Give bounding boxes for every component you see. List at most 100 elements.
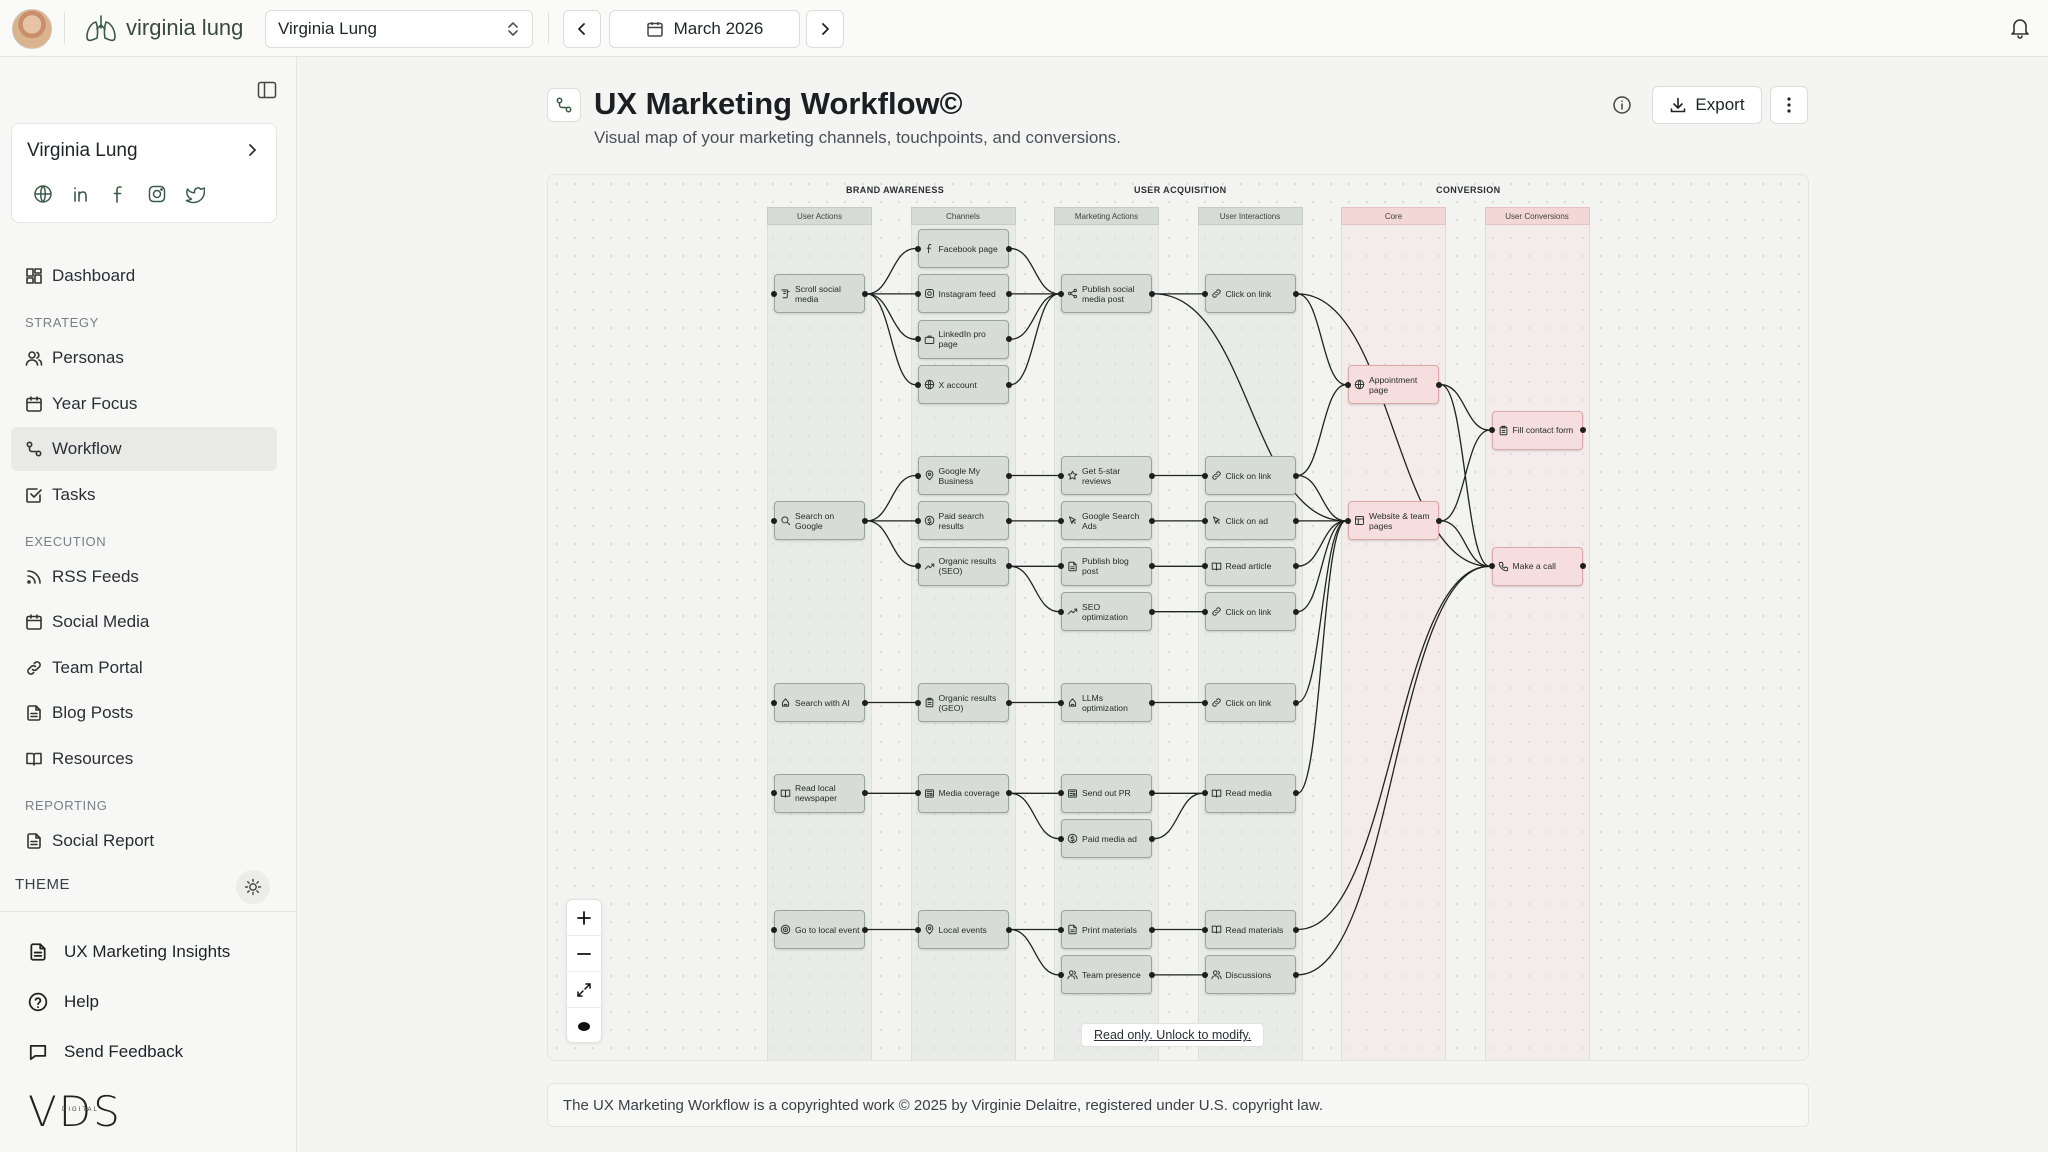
input-handle[interactable] xyxy=(1201,517,1208,524)
workflow-node-ch2[interactable]: Instagram feed xyxy=(914,274,1012,314)
output-handle[interactable] xyxy=(862,699,868,706)
sidebar-item-blog-posts[interactable]: Blog Posts xyxy=(11,691,277,735)
input-handle[interactable] xyxy=(1058,290,1064,297)
read-only-notice[interactable]: Read only. Unlock to modify. xyxy=(1081,1023,1265,1047)
workflow-node-uc2[interactable]: Make a call xyxy=(1488,546,1586,586)
input-handle[interactable] xyxy=(1058,563,1064,570)
notifications-bell-icon[interactable] xyxy=(2008,16,2032,40)
input-handle[interactable] xyxy=(1058,517,1064,524)
workflow-node-ui2[interactable]: Click on link xyxy=(1201,456,1299,495)
input-handle[interactable] xyxy=(1058,926,1064,933)
zoom-in-button[interactable] xyxy=(567,900,601,936)
workflow-node-ua2[interactable]: Search on Google xyxy=(771,501,868,541)
output-handle[interactable] xyxy=(1579,563,1586,570)
input-handle[interactable] xyxy=(914,926,921,933)
input-handle[interactable] xyxy=(771,699,777,706)
input-handle[interactable] xyxy=(914,563,921,570)
output-handle[interactable] xyxy=(862,926,868,933)
input-handle[interactable] xyxy=(1488,427,1495,434)
output-handle[interactable] xyxy=(1292,517,1299,524)
lock-toggle-button[interactable] xyxy=(567,1008,601,1044)
info-icon[interactable] xyxy=(1611,94,1633,116)
linkedin-icon[interactable] xyxy=(71,184,91,204)
globe-icon[interactable] xyxy=(33,184,53,204)
input-handle[interactable] xyxy=(1058,790,1064,797)
input-handle[interactable] xyxy=(1201,699,1208,706)
more-options-button[interactable] xyxy=(1770,86,1808,124)
input-handle[interactable] xyxy=(1058,608,1064,615)
output-handle[interactable] xyxy=(1149,517,1155,524)
workflow-node-uc1[interactable]: Fill contact form xyxy=(1488,410,1586,450)
workflow-node-ui4[interactable]: Read article xyxy=(1201,546,1299,586)
twitter-icon[interactable] xyxy=(185,184,205,204)
avatar[interactable] xyxy=(12,9,52,49)
input-handle[interactable] xyxy=(1058,835,1064,842)
workflow-node-ui6[interactable]: Click on link xyxy=(1201,683,1299,722)
workflow-node-c1[interactable]: Appointment page xyxy=(1345,365,1442,405)
output-handle[interactable] xyxy=(1005,290,1012,297)
sidebar-item-tasks[interactable]: Tasks xyxy=(11,473,277,517)
output-handle[interactable] xyxy=(1005,381,1012,388)
profile-card[interactable]: Virginia Lung xyxy=(11,123,277,223)
workflow-node-ch10[interactable]: Local events xyxy=(914,910,1012,949)
workflow-node-ui7[interactable]: Read media xyxy=(1201,773,1299,813)
output-handle[interactable] xyxy=(1292,926,1299,933)
sidebar-item-year-focus[interactable]: Year Focus xyxy=(11,382,277,426)
input-handle[interactable] xyxy=(914,699,921,706)
output-handle[interactable] xyxy=(1292,472,1299,479)
output-handle[interactable] xyxy=(1149,926,1155,933)
workflow-node-ch9[interactable]: Media coverage xyxy=(914,773,1012,813)
export-button[interactable]: Export xyxy=(1652,86,1762,124)
input-handle[interactable] xyxy=(1201,563,1208,570)
input-handle[interactable] xyxy=(914,245,921,252)
output-handle[interactable] xyxy=(1005,926,1012,933)
output-handle[interactable] xyxy=(1292,290,1299,297)
sidebar-link-ux-marketing-insights[interactable]: UX Marketing Insights xyxy=(28,927,230,977)
output-handle[interactable] xyxy=(1579,427,1586,434)
input-handle[interactable] xyxy=(914,381,921,388)
sidebar-item-dashboard[interactable]: Dashboard xyxy=(11,254,277,298)
facebook-icon[interactable] xyxy=(109,184,129,204)
output-handle[interactable] xyxy=(1005,517,1012,524)
input-handle[interactable] xyxy=(1201,926,1208,933)
sidebar-item-resources[interactable]: Resources xyxy=(11,737,277,781)
sidebar-item-personas[interactable]: Personas xyxy=(11,336,277,380)
workflow-node-ui9[interactable]: Discussions xyxy=(1201,955,1299,995)
output-handle[interactable] xyxy=(1005,245,1012,252)
workflow-node-ma6[interactable]: LLMs optimization xyxy=(1058,683,1155,722)
zoom-out-button[interactable] xyxy=(567,936,601,972)
workflow-node-ch7[interactable]: Organic results (SEO) xyxy=(914,546,1012,586)
sidebar-item-team-portal[interactable]: Team Portal xyxy=(11,646,277,690)
output-handle[interactable] xyxy=(1149,563,1155,570)
workflow-node-ua3[interactable]: Search with AI xyxy=(771,683,868,722)
workflow-node-ui5[interactable]: Click on link xyxy=(1201,592,1299,632)
output-handle[interactable] xyxy=(1292,608,1299,615)
sidebar-item-social-report[interactable]: Social Report xyxy=(11,819,277,859)
output-handle[interactable] xyxy=(862,290,868,297)
workflow-node-ch1[interactable]: Facebook page xyxy=(914,229,1012,268)
workflow-node-ch4[interactable]: X account xyxy=(914,365,1012,405)
sidebar-link-send-feedback[interactable]: Send Feedback xyxy=(28,1027,230,1077)
output-handle[interactable] xyxy=(1005,699,1012,706)
input-handle[interactable] xyxy=(1345,517,1351,524)
output-handle[interactable] xyxy=(1005,563,1012,570)
input-handle[interactable] xyxy=(1345,381,1351,388)
chevron-right-icon[interactable] xyxy=(243,141,261,159)
output-handle[interactable] xyxy=(1292,699,1299,706)
output-handle[interactable] xyxy=(1005,472,1012,479)
output-handle[interactable] xyxy=(862,517,868,524)
previous-month-button[interactable] xyxy=(563,10,601,48)
workflow-node-ma2[interactable]: Get 5-star reviews xyxy=(1058,456,1155,495)
workflow-node-ma4[interactable]: Publish blog post xyxy=(1058,546,1155,586)
output-handle[interactable] xyxy=(1292,790,1299,797)
workflow-node-ch3[interactable]: LinkedIn pro page xyxy=(914,319,1012,359)
input-handle[interactable] xyxy=(1201,790,1208,797)
workflow-node-ui8[interactable]: Read materials xyxy=(1201,910,1299,949)
workflow-node-c2[interactable]: Website & team pages xyxy=(1345,501,1442,541)
fit-view-button[interactable] xyxy=(567,972,601,1008)
output-handle[interactable] xyxy=(1005,336,1012,343)
output-handle[interactable] xyxy=(1436,381,1442,388)
input-handle[interactable] xyxy=(1201,472,1208,479)
workflow-node-ui3[interactable]: Click on ad xyxy=(1201,501,1299,541)
